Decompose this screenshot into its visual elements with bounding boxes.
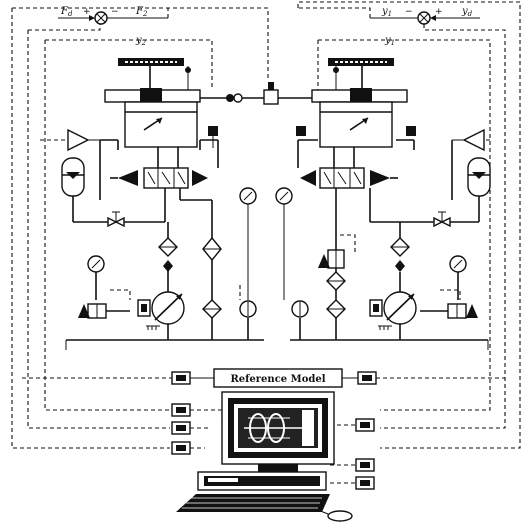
control-computer (171, 391, 375, 522)
label-plus-right: + (435, 7, 443, 17)
right-check-valve (318, 249, 345, 269)
label-minus-right: − (405, 7, 413, 17)
right-top-gauges (296, 126, 416, 136)
right-needle-valve (433, 211, 451, 228)
label-f2: F2 (135, 6, 148, 18)
right-hydraulic-lines (283, 139, 489, 350)
left-pump-motor (137, 291, 185, 330)
left-filters (158, 236, 222, 319)
left-relief-valve (78, 303, 130, 319)
right-actuator-cylinder (311, 58, 408, 148)
right-accumulator (467, 157, 491, 197)
interface-box-ref-right (342, 371, 377, 385)
right-amplifier (452, 128, 485, 152)
load-cell-coupling (200, 82, 330, 105)
signal-wiring (11, 1, 521, 484)
right-filters (326, 237, 410, 319)
left-servo-valve (110, 167, 208, 189)
left-needle-valve (107, 211, 125, 228)
right-pressure-gauges (275, 187, 467, 318)
left-amplifier (67, 128, 100, 152)
right-pump-motor (369, 291, 417, 330)
left-top-gauge (208, 126, 218, 148)
interface-box-ref-left (171, 371, 214, 385)
right-relief-valve (420, 303, 478, 319)
label-y2: y2 (135, 35, 147, 47)
left-accumulator (61, 157, 85, 197)
reference-model-label: Reference Model (230, 374, 325, 385)
force-error-summing-junction (94, 11, 108, 25)
label-yd: yd (461, 6, 473, 18)
position-error-summing-junction (417, 11, 431, 25)
left-pressure-gauges (87, 187, 257, 318)
reference-model-block: Reference Model (213, 368, 343, 388)
label-fd: Fd (60, 6, 73, 18)
label-plus-left: + (83, 7, 91, 17)
left-hydraulic-lines (65, 139, 264, 350)
left-actuator-cylinder (104, 58, 201, 148)
label-minus-left: − (111, 7, 119, 17)
right-servo-valve (300, 167, 398, 189)
label-y1: y1 (381, 6, 392, 18)
label-y1-lower: y1 (384, 35, 395, 47)
